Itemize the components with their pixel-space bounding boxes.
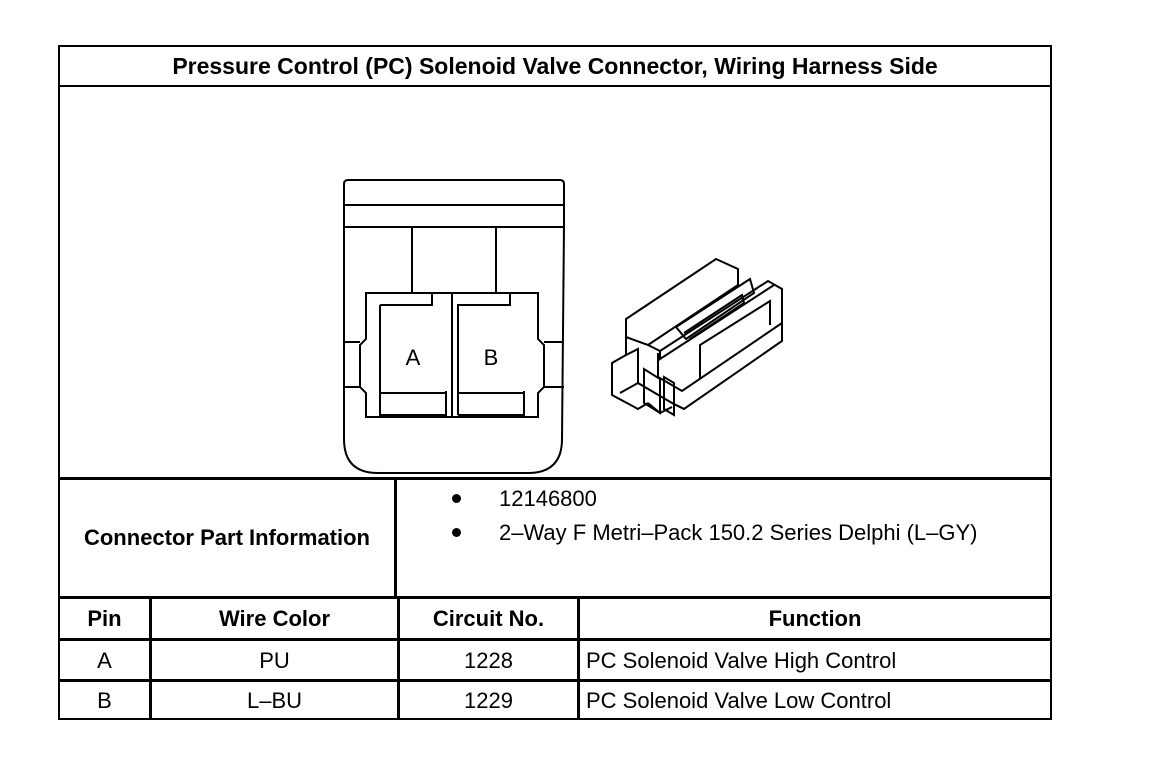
cavity-label-b: B xyxy=(484,345,499,370)
cavity-a-outline xyxy=(379,293,447,416)
function-cell: PC Solenoid Valve Low Control xyxy=(586,688,892,713)
connector-info-label: Connector Part Information xyxy=(60,480,397,596)
function-cell: PC Solenoid Valve High Control xyxy=(586,647,897,673)
pin-cell: A xyxy=(97,647,112,673)
header-wire-color: Wire Color xyxy=(218,606,331,631)
circuit-cell: 1229 xyxy=(464,688,513,713)
pin-cell: B xyxy=(97,688,112,713)
circuit-cell: 1228 xyxy=(464,647,513,673)
table-header-row: Pin Wire Color Circuit No. Function xyxy=(60,599,1050,639)
connector-latch xyxy=(411,226,497,294)
page-title: Pressure Control (PC) Solenoid Valve Con… xyxy=(60,47,1050,87)
connector-drawing: A B xyxy=(343,179,783,474)
connector-illustration: A B xyxy=(60,87,1050,480)
wire-color-cell: L–BU xyxy=(246,688,303,713)
connector-cavity-outline xyxy=(359,292,545,418)
connector-description: 2–Way F Metri–Pack 150.2 Series Delphi (… xyxy=(499,520,978,545)
cavity-b-outline xyxy=(457,293,525,416)
connector-info-list: 12146800 2–Way F Metri–Pack 150.2 Series… xyxy=(397,480,1050,596)
list-item: 2–Way F Metri–Pack 150.2 Series Delphi (… xyxy=(452,520,978,546)
table-row: B L–BU 1229 PC Solenoid Valve Low Contro… xyxy=(60,682,1050,720)
cavity-label-a: A xyxy=(406,345,421,370)
table-row: A PU 1228 PC Solenoid Valve High Control xyxy=(60,641,1050,680)
bullet-icon xyxy=(452,527,461,537)
header-function: Function xyxy=(768,606,862,631)
connector-isometric-view xyxy=(611,257,783,417)
header-pin: Pin xyxy=(87,606,122,631)
list-item: 12146800 xyxy=(452,486,597,512)
connector-diagram-frame: Pressure Control (PC) Solenoid Valve Con… xyxy=(58,45,1052,720)
bullet-icon xyxy=(452,493,461,503)
pin-table: Pin Wire Color Circuit No. Function A PU… xyxy=(60,599,1050,720)
header-circuit: Circuit No. xyxy=(432,606,545,631)
connector-face-outline xyxy=(343,179,565,474)
part-number: 12146800 xyxy=(499,486,597,511)
wire-color-cell: PU xyxy=(259,647,290,673)
connector-part-info: Connector Part Information 12146800 2–Wa… xyxy=(60,480,1050,599)
